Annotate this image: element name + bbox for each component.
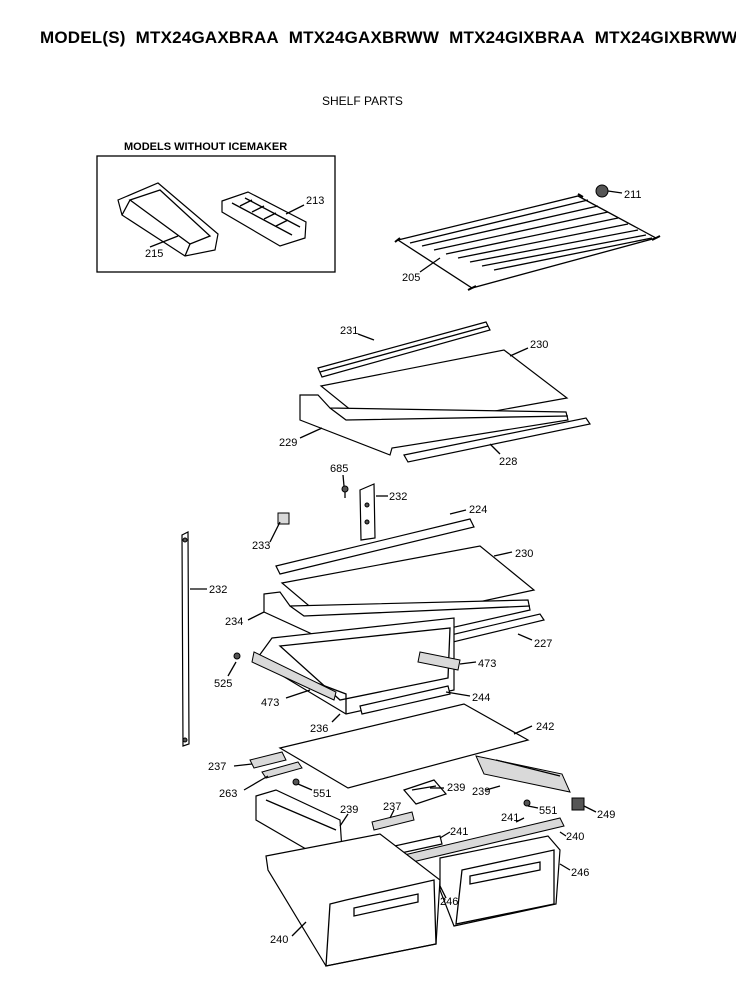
callout-239-center: 239 — [447, 782, 465, 794]
callout-237-center: 237 — [383, 801, 401, 813]
roller-249 — [571, 797, 585, 811]
screw-685 — [341, 485, 349, 498]
clip-551-left — [292, 778, 300, 786]
slide-rail-239-right — [475, 755, 571, 793]
callout-240-left: 240 — [270, 934, 288, 946]
wire-shelf-205 — [394, 193, 661, 291]
model-number: MTX24GIXBRWW — [594, 28, 736, 47]
bracket-237-center — [371, 811, 415, 831]
bracket-237-left — [249, 751, 287, 769]
slide-rail-473-left — [251, 651, 337, 701]
shelf-cap-211 — [595, 184, 609, 198]
callout-525: 525 — [214, 678, 232, 690]
model-number: MTX24GIXBRAA — [449, 28, 585, 47]
model-number: MTX24GAXBRAA — [135, 28, 279, 47]
callout-237-left: 237 — [208, 761, 226, 773]
callout-228: 228 — [499, 456, 517, 468]
callout-685: 685 — [330, 463, 348, 475]
callout-242: 242 — [536, 721, 554, 733]
callout-473-right: 473 — [478, 658, 496, 670]
crisper-drawer-240-right — [439, 835, 561, 927]
callout-224: 224 — [469, 504, 487, 516]
callout-551-left: 551 — [313, 788, 331, 800]
shelf-support-232-short — [359, 483, 376, 541]
callout-240-right: 240 — [566, 831, 584, 843]
rear-trim-228 — [403, 417, 591, 463]
callout-239-right: 239 — [472, 786, 490, 798]
model-number: MTX24GAXBRWW — [288, 28, 440, 47]
front-trim-231 — [317, 321, 491, 378]
crisper-glass-242 — [278, 703, 530, 789]
callout-473-left: 473 — [261, 697, 279, 709]
callout-230-middle: 230 — [515, 548, 533, 560]
callout-241-right: 241 — [501, 812, 519, 824]
callout-227: 227 — [534, 638, 552, 650]
screw-525 — [233, 652, 241, 660]
callout-230-upper: 230 — [530, 339, 548, 351]
ice-tray-213 — [221, 191, 307, 247]
callout-215: 215 — [145, 248, 163, 260]
leader-lines — [149, 190, 623, 937]
inset-box — [96, 155, 336, 273]
callout-234: 234 — [225, 616, 243, 628]
model-header: MODEL(S) MTX24GAXBRAA MTX24GAXBRWW MTX24GIX… — [40, 28, 736, 48]
callout-551-right: 551 — [539, 805, 557, 817]
section-title: SHELF PARTS — [322, 94, 403, 108]
rail-244 — [359, 685, 451, 715]
clip-551-right — [523, 799, 531, 807]
callout-244: 244 — [472, 692, 490, 704]
callout-229: 229 — [279, 437, 297, 449]
front-trim-224 — [275, 518, 475, 575]
callout-236: 236 — [310, 723, 328, 735]
callout-249: 249 — [597, 809, 615, 821]
bracket-263 — [261, 761, 303, 779]
crisper-drawer-240-left — [265, 833, 441, 967]
callout-239-left: 239 — [340, 804, 358, 816]
callout-263: 263 — [219, 788, 237, 800]
inset-box-title: MODELS WITHOUT ICEMAKER — [124, 141, 288, 153]
callout-233: 233 — [252, 540, 270, 552]
callout-241-left: 241 — [450, 826, 468, 838]
callout-231: 231 — [340, 325, 358, 337]
ice-bin-215 — [117, 182, 219, 257]
callout-246-left: 246 — [440, 896, 458, 908]
callout-232-long: 232 — [209, 584, 227, 596]
slide-rail-473-right — [417, 651, 461, 671]
callout-211: 211 — [624, 189, 642, 201]
shelf-support-232-long — [181, 531, 190, 747]
divider-support-239-center — [402, 779, 448, 805]
shelf-frame-229 — [299, 394, 569, 456]
model-prefix: MODEL(S) — [40, 28, 126, 47]
callout-232-short: 232 — [389, 491, 407, 503]
callout-246-right: 246 — [571, 867, 589, 879]
callout-205: 205 — [402, 272, 420, 284]
callout-213: 213 — [306, 195, 324, 207]
clip-233 — [277, 512, 290, 525]
